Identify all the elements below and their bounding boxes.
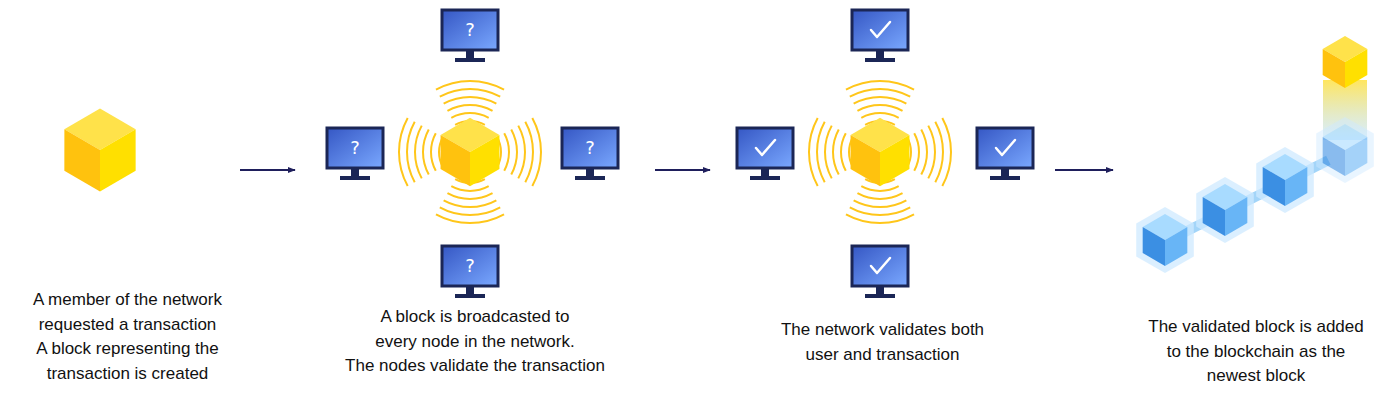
node-monitor: [977, 128, 1033, 180]
chain-cube: [1316, 117, 1374, 183]
broadcast-wave: [439, 206, 500, 216]
broadcast-wave: [443, 199, 497, 208]
broadcast-waves: [398, 80, 952, 224]
broadcast-wave: [832, 129, 840, 175]
broadcast-wave: [857, 192, 903, 200]
check-mark: [996, 140, 1015, 155]
process-stage: The validated block is added to the bloc…: [1118, 0, 1394, 393]
broadcast-wave: [435, 213, 504, 224]
broadcast-wave: [920, 129, 928, 175]
broadcast-wave: [816, 121, 826, 182]
broadcast-wave: [447, 104, 493, 112]
caption-group: The validated block is added to the bloc…: [1118, 315, 1394, 389]
caption-group: A member of the network requested a tran…: [20, 288, 235, 387]
broadcast-wave: [927, 125, 936, 179]
broadcast-wave: [398, 117, 409, 186]
broadcast-wave: [845, 80, 914, 91]
broadcast-wave: [503, 133, 510, 171]
broadcast-wave: [853, 96, 907, 105]
broadcast-wave: [913, 133, 920, 171]
status-mark: ?: [455, 254, 485, 278]
broadcast-wave: [861, 185, 899, 192]
broadcast-wave: [510, 129, 518, 175]
broadcast-wave: [430, 133, 437, 171]
caption-group: The network validates both user and tran…: [715, 318, 1050, 367]
broadcast-wave: [840, 133, 847, 171]
node-monitor: [852, 246, 908, 298]
broadcast-wave: [808, 117, 819, 186]
broadcast-wave: [849, 206, 910, 216]
caption-text: The nodes validate the transaction: [325, 354, 625, 379]
check-mark: [871, 258, 890, 273]
status-mark: ?: [340, 136, 370, 160]
check-mark: [871, 22, 890, 37]
flow-arrow: [240, 169, 295, 171]
process-stage: A member of the network requested a tran…: [20, 0, 235, 391]
broadcast-wave: [845, 213, 914, 224]
chain-cube: [1196, 177, 1254, 243]
node-monitor: [327, 128, 383, 180]
caption-text: The network validates both user and tran…: [770, 318, 995, 367]
flow-arrow: [655, 169, 710, 171]
flow-arrow: [1055, 169, 1113, 171]
broadcast-wave: [849, 88, 910, 98]
new-block-cube: [1323, 36, 1368, 88]
broadcast-wave: [451, 185, 489, 192]
node-monitor: [442, 246, 498, 298]
broadcast-wave: [406, 121, 416, 182]
check-mark: [756, 140, 775, 155]
broadcast-wave: [861, 112, 899, 119]
node-monitor: [852, 10, 908, 62]
caption-group: A block is broadcasted to every node in …: [300, 305, 650, 379]
broadcast-wave: [934, 121, 944, 182]
broadcast-wave: [439, 88, 500, 98]
block-cube: [441, 118, 500, 186]
broadcast-wave: [422, 129, 430, 175]
chain-cube: [1136, 207, 1194, 273]
node-monitor: [737, 128, 793, 180]
node-monitor: [562, 128, 618, 180]
status-mark: ?: [455, 18, 485, 42]
caption-text: A block representing the transaction is …: [20, 337, 235, 386]
broadcast-wave: [524, 121, 534, 182]
broadcast-wave: [451, 112, 489, 119]
caption-text: A member of the network requested a tran…: [20, 288, 235, 337]
broadcast-wave: [857, 104, 903, 112]
block-cube: [851, 118, 910, 186]
chain-cube: [1256, 147, 1314, 213]
broadcast-wave: [414, 125, 423, 179]
status-mark: ?: [575, 136, 605, 160]
broadcast-wave: [517, 125, 526, 179]
broadcast-wave: [435, 80, 504, 91]
block-cube: [64, 109, 135, 192]
caption-text: A block is broadcasted to every node in …: [363, 305, 588, 354]
process-stage: A block is broadcasted to every node in …: [300, 0, 650, 383]
broadcast-wave: [447, 192, 493, 200]
broadcast-wave: [824, 125, 833, 179]
broadcast-wave: [443, 96, 497, 105]
broadcast-wave: [531, 117, 542, 186]
caption-text: The validated block is added to the bloc…: [1146, 315, 1366, 389]
process-stage: The network validates both user and tran…: [715, 0, 1050, 371]
node-monitor: [442, 10, 498, 62]
broadcast-wave: [941, 117, 952, 186]
broadcast-wave: [853, 199, 907, 208]
